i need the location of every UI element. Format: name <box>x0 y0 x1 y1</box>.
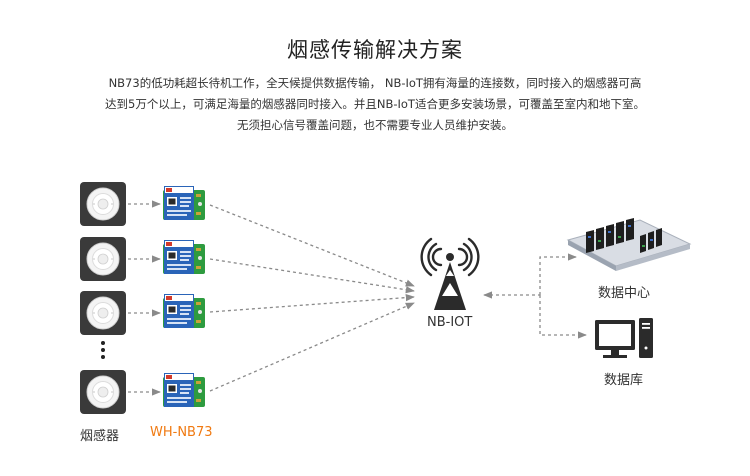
description-line-3: 无须担心信号覆盖问题，也不需要专业人员维护安装。 <box>237 118 513 132</box>
to-database-arrow <box>539 295 587 339</box>
nb-module-icon <box>163 186 205 220</box>
description: NB73的低功耗超长待机工作，全天候提供数据传输， NB-IoT拥有海量的连接数… <box>40 73 710 136</box>
to-data-center-arrow <box>539 253 577 295</box>
data-center-label: 数据中心 <box>598 286 651 301</box>
description-line-1: NB73的低功耗超长待机工作，全天候提供数据传输， NB-IoT拥有海量的连接数… <box>108 76 642 90</box>
tower-label: NB-IOT <box>427 315 473 330</box>
server-room-icon <box>566 218 692 271</box>
module-to-tower-arrow <box>209 302 415 392</box>
cell-tower-icon <box>420 237 480 310</box>
smoke-detector-icon <box>79 181 127 227</box>
smoke-detector-icon <box>79 290 127 336</box>
nb-module-icon <box>163 373 205 407</box>
nb-module-icon <box>163 294 205 328</box>
smoke-detector-icon <box>79 236 127 282</box>
module-to-tower-arrow <box>209 258 415 294</box>
ellipsis-dots <box>101 341 105 359</box>
page-title: 烟感传输解决方案 <box>287 38 463 62</box>
computer-icon <box>595 318 653 358</box>
description-line-2: 达到5万个以上，可满足海量的烟感器同时接入。并且NB-IoT适合更多安装场景，可… <box>105 97 645 111</box>
module-label: WH-NB73 <box>150 425 213 440</box>
module-to-tower-arrow <box>209 204 415 287</box>
smoke-detector-icon <box>79 369 127 415</box>
database-label: 数据库 <box>604 373 644 388</box>
module-to-tower-arrow <box>209 293 415 313</box>
smoke-detector-label: 烟感器 <box>80 429 120 444</box>
nb-module-icon <box>163 240 205 274</box>
